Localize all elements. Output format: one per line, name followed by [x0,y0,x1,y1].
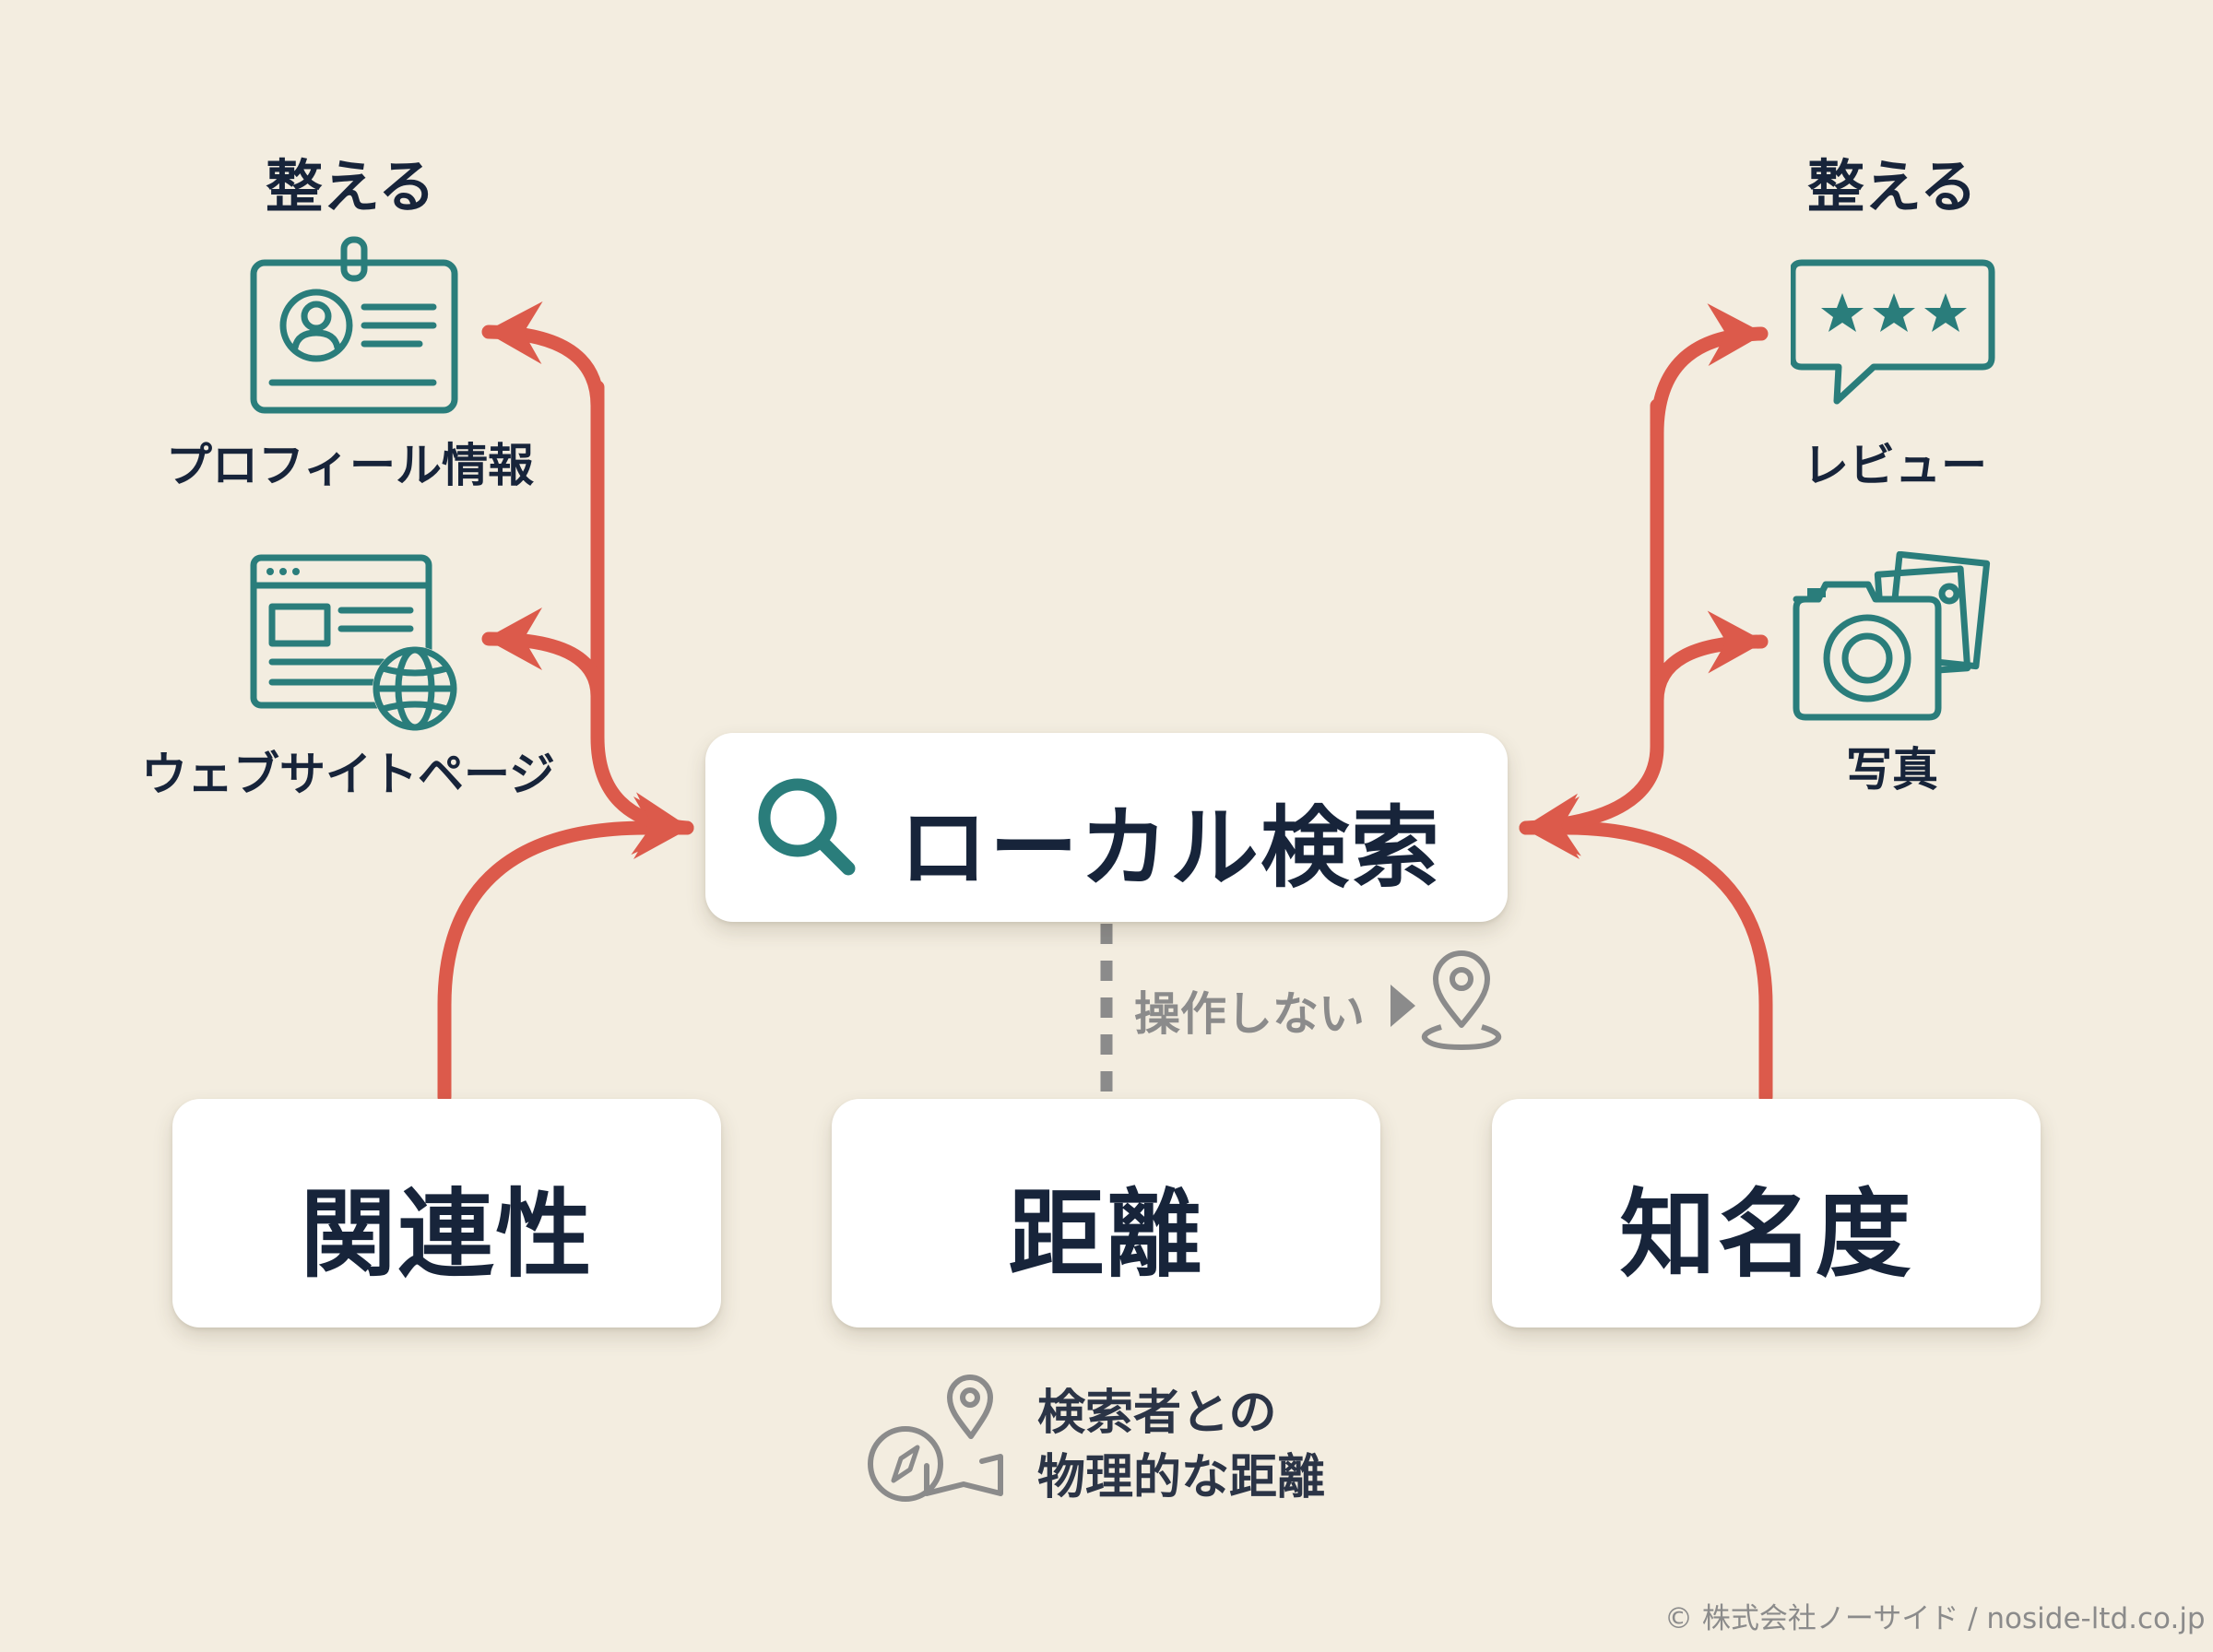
right-heading: 整える [1807,153,1978,220]
local-search-card: ローカル検索 [705,733,1508,922]
local-search-title: ローカル検索 [899,796,1441,900]
search-icon [758,778,856,876]
arrow-to-photo [1650,610,1769,708]
caption-line-1: 検索者との [1037,1386,1277,1441]
camera-photo-icon [1793,551,1991,721]
review-stars-icon [1791,259,1995,405]
arrow-to-profile [481,301,605,413]
arrow-to-website [481,608,605,703]
website-globe-icon [250,554,457,731]
arrow-trunk-to-search [590,380,694,856]
profile-card-icon [250,236,458,414]
play-triangle-icon [1391,985,1415,1027]
map-compass-icon [868,1375,1003,1502]
location-pin-icon [1421,950,1502,1050]
distance-label: 距離 [1008,1178,1204,1291]
arrow-right-trunk-to-search [1519,398,1664,856]
distance-card: 距離 [832,1099,1380,1328]
website-label: ウェブサイトページ [141,748,555,801]
photo-label: 写真 [1846,743,1938,796]
no-manipulation-label: 操作しない [1134,987,1365,1041]
left-heading: 整える [266,153,436,220]
arrow-relevance-to-search [437,796,694,1104]
prominence-card: 知名度 [1492,1099,2041,1328]
relevance-label: 関連性 [300,1178,594,1291]
caption-line-2: 物理的な距離 [1037,1450,1326,1505]
profile-label: プロフィール情報 [166,439,534,492]
arrow-prominence-to-search [1519,796,1773,1104]
footer-copyright: © 株式会社ノーサイド / noside-ltd.co.jp [1664,1602,2206,1635]
relevance-card: 関連性 [172,1099,721,1328]
arrow-to-review [1650,303,1769,441]
prominence-label: 知名度 [1619,1178,1913,1291]
review-label: レビュー [1803,439,1987,492]
